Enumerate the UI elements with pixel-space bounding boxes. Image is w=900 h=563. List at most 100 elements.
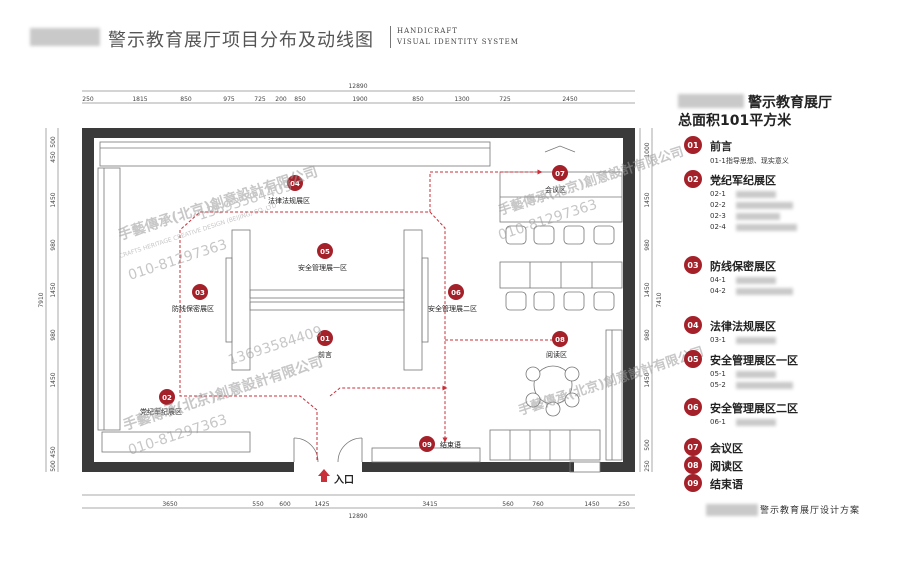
- zone-label-05: 安全管理展一区: [298, 263, 347, 272]
- dim-top-3: 975: [223, 96, 235, 103]
- zone-label-04: 法律法规展区: [268, 196, 310, 205]
- legend-heading: 警示教育展厅: [748, 95, 832, 111]
- legend-sub-05-1: 05-2: [710, 381, 726, 389]
- dim-top-8: 850: [412, 96, 424, 103]
- legend-sub-01-0: 01-1指导思想、现实意义: [710, 157, 789, 165]
- blurred-sub-text: [736, 288, 793, 295]
- legend-badge-06: 06: [684, 398, 702, 416]
- blurred-footer-org: [706, 504, 758, 516]
- dim-top-7: 1900: [352, 96, 367, 103]
- dim-right-1: 1450: [644, 192, 651, 207]
- legend-name-02: 党纪军纪展区: [710, 174, 776, 187]
- dim-right-4: 980: [644, 329, 651, 341]
- legend-badge-09: 09: [684, 474, 702, 492]
- zone-number-03: 03: [195, 289, 205, 297]
- dim-top-9: 1300: [454, 96, 469, 103]
- legend-badge-03: 03: [684, 256, 702, 274]
- dim-right-total: 7410: [656, 292, 663, 307]
- zone-marker-02: [159, 389, 175, 405]
- zone-marker-03: [192, 284, 208, 300]
- legend-name-04: 法律法规展区: [710, 320, 776, 333]
- zone-marker-08: [552, 331, 568, 347]
- dim-right-6: 500: [644, 439, 651, 451]
- dim-left-8: 500: [50, 460, 57, 472]
- legend-sub-02-0: 02-1: [710, 190, 726, 198]
- blurred-sub-text: [736, 382, 793, 389]
- dim-bottom-0: 3650: [162, 501, 177, 508]
- legend-name-01: 前言: [710, 140, 732, 153]
- zone-marker-07: [552, 165, 568, 181]
- blurred-sub-text: [736, 419, 776, 426]
- dim-right-5: 1450: [644, 372, 651, 387]
- zone-marker-09: [419, 436, 435, 452]
- brand-en-line1: HANDICRAFT: [397, 27, 458, 35]
- blurred-sub-text: [736, 337, 776, 344]
- dim-top-1: 1815: [132, 96, 147, 103]
- dim-overall-bottom: 12890: [348, 513, 367, 520]
- blurred-sub-text: [736, 191, 776, 198]
- page-title: 警示教育展厅项目分布及动线图: [108, 30, 374, 51]
- zone-number-08: 08: [555, 336, 565, 344]
- zone-number-01: 01: [320, 335, 330, 343]
- legend-name-06: 安全管理展区二区: [710, 402, 798, 415]
- zone-marker-05: [317, 243, 333, 259]
- legend-sub-03-0: 04-1: [710, 276, 726, 284]
- zone-label-06: 安全管理展二区: [428, 304, 477, 313]
- legend-badge-08: 08: [684, 456, 702, 474]
- legend-badge-04: 04: [684, 316, 702, 334]
- dim-right-7: 250: [644, 460, 651, 472]
- dim-left-0: 500: [50, 136, 57, 148]
- dim-left-4: 1450: [50, 282, 57, 297]
- dim-left-3: 980: [50, 239, 57, 251]
- dim-bottom-2: 600: [279, 501, 291, 508]
- legend-area: 总面积101平方米: [678, 113, 792, 129]
- brand-en-line2: VISUAL IDENTITY SYSTEM: [397, 38, 519, 46]
- zone-label-09: 结束语: [440, 440, 461, 449]
- zone-marker-01: [317, 330, 333, 346]
- blurred-sub-text: [736, 371, 776, 378]
- dim-top-11: 2450: [562, 96, 577, 103]
- dim-left-total: 7910: [38, 292, 45, 307]
- blurred-sub-text: [736, 224, 797, 231]
- legend-sub-02-3: 02-4: [710, 223, 726, 231]
- zone-number-05: 05: [320, 248, 330, 256]
- legend-sub-06-0: 06-1: [710, 418, 726, 426]
- dim-bottom-6: 760: [532, 501, 544, 508]
- legend-badge-05: 05: [684, 350, 702, 368]
- legend-badge-01: 01: [684, 136, 702, 154]
- dim-bottom-8: 250: [618, 501, 630, 508]
- dim-top-0: 250: [82, 96, 94, 103]
- dim-top-2: 850: [180, 96, 192, 103]
- zone-number-06: 06: [451, 289, 461, 297]
- legend-badge-02: 02: [684, 170, 702, 188]
- blurred-sub-text: [736, 277, 776, 284]
- dim-left-5: 980: [50, 329, 57, 341]
- zone-label-08: 阅读区: [546, 350, 567, 359]
- legend-badge-07: 07: [684, 438, 702, 456]
- legend-name-05: 安全管理展区一区: [710, 354, 798, 367]
- zone-number-09: 09: [422, 441, 432, 449]
- blurred-sub-text: [736, 202, 793, 209]
- entrance-label: 入口: [334, 474, 354, 486]
- blurred-org-name: [678, 94, 744, 108]
- dim-top-5: 200: [275, 96, 287, 103]
- legend-name-03: 防线保密展区: [710, 260, 776, 273]
- dim-bottom-1: 550: [252, 501, 264, 508]
- dim-bottom-7: 1450: [584, 501, 599, 508]
- zone-label-07: 会议区: [545, 185, 566, 194]
- legend-sub-02-1: 02-2: [710, 201, 726, 209]
- blurred-logo: [30, 28, 100, 46]
- dim-right-3: 1450: [644, 282, 651, 297]
- zone-label-02: 党纪军纪展区: [140, 407, 182, 416]
- dim-left-2: 1450: [50, 192, 57, 207]
- legend-sub-05-0: 05-1: [710, 370, 726, 378]
- legend-name-07: 会议区: [710, 442, 743, 455]
- dim-top-6: 850: [294, 96, 306, 103]
- blurred-sub-text: [736, 213, 780, 220]
- dim-right-0: 1000: [644, 142, 651, 157]
- dim-right-2: 980: [644, 239, 651, 251]
- legend-name-09: 结束语: [710, 478, 743, 491]
- legend-name-08: 阅读区: [710, 460, 743, 473]
- dim-top-10: 725: [499, 96, 511, 103]
